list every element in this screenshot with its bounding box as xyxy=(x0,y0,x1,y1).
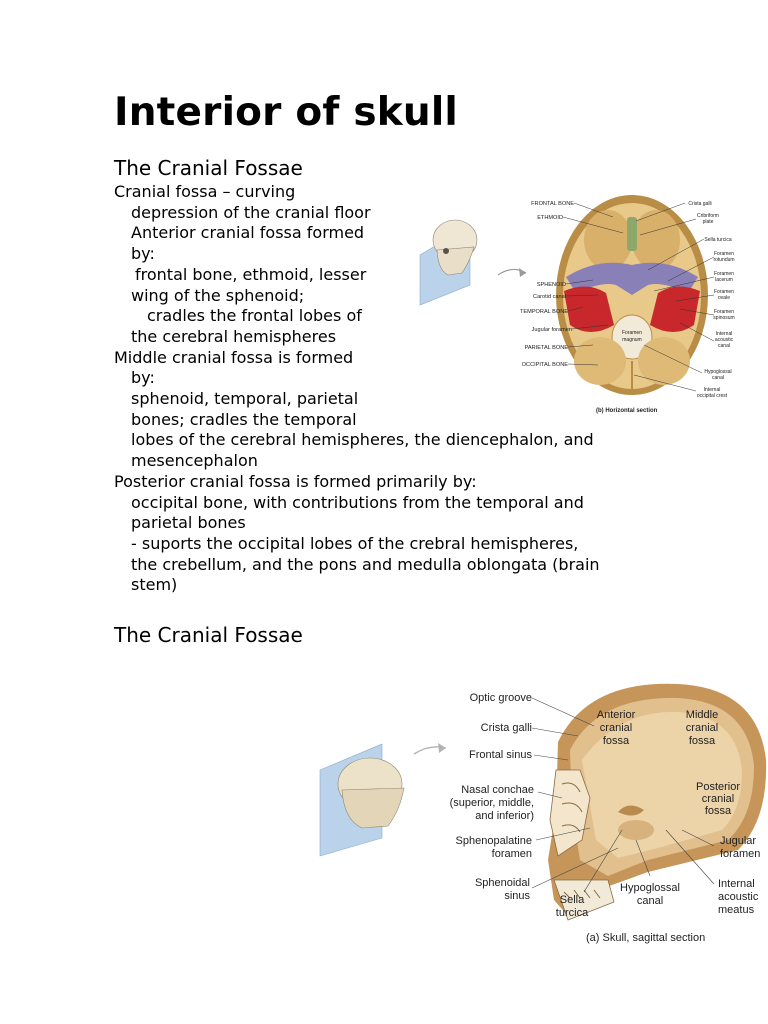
sagittal-skull-illustration xyxy=(548,683,767,921)
text-line: stem) xyxy=(131,575,178,595)
label-posterior: Posterior xyxy=(696,781,740,793)
label-foramen: Foramen xyxy=(714,289,734,295)
label-sinus: sinus xyxy=(504,890,530,902)
figure1-caption: (b) Horizontal section xyxy=(596,408,658,414)
label-temporal-bone: TEMPORAL BONE xyxy=(520,309,568,315)
label-fossa: fossa xyxy=(603,735,630,747)
text-line: Anterior cranial fossa formed xyxy=(131,223,365,243)
label-parietal-bone: PARIETAL BONE xyxy=(525,345,569,351)
label-nasal-conchae-detail: (superior, middle, xyxy=(450,797,534,809)
label-internal: Internal xyxy=(704,387,721,393)
label-ovale: ovale xyxy=(718,295,730,301)
label-foramen: Foramen xyxy=(714,251,734,257)
label-foramen: foramen xyxy=(492,848,532,860)
label-plate: plate xyxy=(703,219,714,225)
label-ethmoid: ETHMOID xyxy=(537,215,563,221)
label-foramen: Foramen xyxy=(622,330,642,336)
text-line: parietal bones xyxy=(131,513,246,533)
label-rotundum: rotundum xyxy=(713,257,734,263)
label-middle: Middle xyxy=(686,709,718,721)
label-anterior: Anterior xyxy=(597,709,636,721)
label-jugular: Jugular xyxy=(720,835,756,847)
label-acoustic: acoustic xyxy=(715,337,734,343)
figure2-caption: (a) Skull, sagittal section xyxy=(586,932,705,944)
label-jugular-foramen: Jugular foramen xyxy=(532,327,572,333)
skull-horizontal-section-figure: FRONTAL BONE ETHMOID SPHENOID Carotid ca… xyxy=(419,195,735,414)
text-line: mesencephalon xyxy=(131,451,258,471)
label-sella: Sella xyxy=(560,894,585,906)
label-cranial: cranial xyxy=(686,722,718,734)
page-title: Interior of skull xyxy=(114,90,458,135)
section-heading-cranial-fossae: The Cranial Fossae xyxy=(114,156,303,180)
label-foramen: Foramen xyxy=(714,271,734,277)
label-occipital-bone: OCCIPITAL BONE xyxy=(522,362,569,368)
label-lacerum: lacerum xyxy=(715,277,733,283)
label-nasal-conchae: Nasal conchae xyxy=(461,784,534,796)
label-occipital-crest: occipital crest xyxy=(697,393,728,399)
orientation-skull-icon xyxy=(319,743,447,857)
text-line: the cerebral hemispheres xyxy=(131,326,337,346)
label-meatus: meatus xyxy=(718,904,755,916)
label-sphenoid: SPHENOID xyxy=(537,282,566,288)
text-line: the crebellum, and the pons and medulla … xyxy=(131,554,600,574)
label-turcica: turcica xyxy=(556,907,589,919)
label-canal: canal xyxy=(637,895,663,907)
text-line: depression of the cranial floor xyxy=(131,202,371,222)
orientation-skull-icon xyxy=(419,219,527,306)
label-fossa: fossa xyxy=(689,735,716,747)
label-cribriform: Cribriform xyxy=(697,213,719,219)
text-line: Cranial fossa – curving xyxy=(114,182,296,201)
label-carotid-canal: Carotid canal xyxy=(533,294,566,300)
label-canal: canal xyxy=(718,343,730,349)
label-cranial: cranial xyxy=(600,722,632,734)
label-sphenoidal: Sphenoidal xyxy=(475,877,530,889)
text-line: - suports the occipital lobes of the cre… xyxy=(131,533,579,553)
text-line: sphenoid, temporal, parietal xyxy=(131,389,359,409)
label-canal: canal xyxy=(712,375,724,381)
label-nasal-conchae-detail: and inferior) xyxy=(475,810,534,822)
label-crista-galli: Crista galli xyxy=(481,722,532,734)
label-acoustic: acoustic xyxy=(718,891,759,903)
label-frontal-bone: FRONTAL BONE xyxy=(531,201,574,207)
label-internal: Internal xyxy=(718,878,755,890)
label-magnum: magnum xyxy=(622,337,641,343)
label-crista-galli: Crista galli xyxy=(688,201,711,207)
section-heading-cranial-fossae-2: The Cranial Fossae xyxy=(114,623,303,647)
text-line: cradles the frontal lobes of xyxy=(147,306,362,326)
label-sella-turcica: Sella turcica xyxy=(704,237,731,243)
label-hypoglossal: Hypoglossal xyxy=(620,882,680,894)
label-spinosum: spinosum xyxy=(713,315,734,321)
label-foramen: foramen xyxy=(720,848,760,860)
text-line: Middle cranial fossa is formed xyxy=(114,347,354,367)
text-line: by: xyxy=(131,368,155,388)
label-internal: Internal xyxy=(716,331,733,337)
text-line: bones; cradles the temporal xyxy=(131,409,357,429)
body-text: Cranial fossa – curving depression of th… xyxy=(114,182,674,596)
label-sphenopalatine: Sphenopalatine xyxy=(456,835,532,847)
text-line: occipital bone, with contributions from … xyxy=(131,492,584,512)
label-optic-groove: Optic groove xyxy=(470,692,532,704)
text-line: frontal bone, ethmoid, lesser xyxy=(135,264,367,284)
text-line: lobes of the cerebral hemispheres, the d… xyxy=(131,430,594,450)
label-cranial: cranial xyxy=(702,793,734,805)
label-frontal-sinus: Frontal sinus xyxy=(469,749,532,761)
skull-base-illustration xyxy=(556,195,708,395)
text-line: by: xyxy=(131,244,155,264)
skull-sagittal-section-figure: Optic groove Crista galli Frontal sinus … xyxy=(319,683,767,944)
label-foramen: Foramen xyxy=(714,309,734,315)
text-line: Posterior cranial fossa is formed primar… xyxy=(114,471,477,491)
label-hypoglossal: Hypoglossal xyxy=(704,369,731,375)
label-fossa: fossa xyxy=(705,805,732,817)
text-line: wing of the sphenoid; xyxy=(131,285,305,305)
